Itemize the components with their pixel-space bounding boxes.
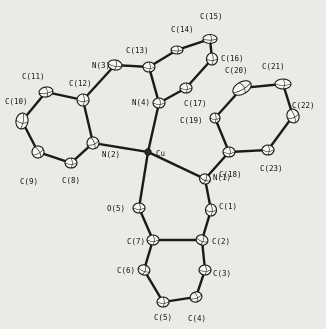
atom-c15	[202, 33, 218, 45]
atom-label-c22: C(22)	[292, 101, 315, 110]
atom-c20	[232, 80, 252, 96]
atom-label-c9: C(9)	[20, 177, 38, 186]
atom-c16	[205, 52, 219, 66]
atom-c22	[286, 108, 300, 124]
atom-layer	[15, 33, 300, 308]
atom-c1	[204, 203, 218, 217]
atom-label-o5: O(5)	[107, 204, 125, 213]
bond-cu-n2	[91, 141, 150, 154]
atom-label-c3: C(3)	[213, 269, 231, 278]
atom-n3	[107, 59, 123, 71]
atom-label-c20: C(20)	[225, 66, 248, 75]
bond-n1-c18	[203, 150, 231, 181]
bond-c16-c17	[184, 57, 214, 90]
label-layer: N(1) N(2) N(3) N(4) O(5) C(1) C(2) C(3) C(4) C(5)…	[5, 12, 315, 323]
atom-c2	[195, 234, 209, 246]
bond-cu-n4	[146, 101, 161, 154]
atom-label-c19: C(19)	[180, 116, 203, 125]
atom-c7	[146, 234, 160, 246]
atom-label-c1: C(1)	[219, 202, 237, 211]
atom-cu	[144, 148, 152, 156]
atom-c17	[179, 82, 193, 94]
atom-n2	[86, 136, 100, 150]
atom-label-n2: N(2)	[102, 150, 120, 159]
atom-c11	[38, 86, 54, 98]
atom-c4	[189, 291, 203, 303]
atom-label-c8: C(8)	[62, 176, 80, 185]
atom-c5	[156, 296, 170, 308]
atom-c14	[170, 45, 184, 55]
atom-c18	[222, 146, 236, 158]
atom-c6	[137, 264, 151, 276]
atom-c8	[64, 157, 78, 169]
atom-label-c5: C(5)	[154, 313, 172, 322]
atom-label-c14: C(14)	[171, 25, 194, 34]
atom-label-c13: C(13)	[126, 46, 149, 55]
atom-c3	[198, 264, 212, 276]
bond-layer	[20, 37, 295, 304]
atom-c9	[31, 145, 45, 159]
atom-label-c15: C(15)	[200, 12, 223, 21]
atom-label-c18: C(18)	[219, 170, 242, 179]
atom-label-c10: C(10)	[5, 97, 28, 106]
atom-n1	[199, 173, 211, 185]
atom-label-c16: C(16)	[221, 54, 244, 63]
bond-cu-o5	[137, 150, 150, 210]
bond-c12-n2	[81, 98, 95, 145]
atom-label-c7: C(7)	[127, 237, 145, 246]
atom-label-c11: C(11)	[22, 72, 45, 81]
atom-c19	[209, 112, 221, 124]
bond-c5-c6	[142, 268, 165, 304]
atom-c12	[76, 93, 90, 107]
atom-c23	[261, 144, 275, 156]
atom-label-n4: N(4)	[132, 98, 150, 107]
atom-label-n3: N(3)	[92, 61, 110, 70]
atom-label-c17: C(17)	[184, 99, 207, 108]
atom-c13	[142, 61, 156, 73]
atom-n4	[152, 97, 166, 109]
atom-label-n1: N(1)	[213, 173, 231, 182]
atom-label-cu: Cu	[156, 149, 165, 158]
bond-c7-o5	[137, 206, 155, 242]
atom-c21	[274, 78, 292, 90]
atom-c10	[15, 112, 29, 130]
atom-label-c4: C(4)	[188, 314, 206, 323]
atom-label-c6: C(6)	[117, 266, 135, 275]
bond-c22-c23	[266, 114, 295, 152]
atom-label-c12: C(12)	[69, 79, 92, 88]
bond-c18-c19	[213, 116, 231, 154]
atom-label-c23: C(23)	[260, 164, 283, 173]
bond-c12-n3	[81, 63, 117, 102]
bond-n4-c13	[147, 65, 161, 105]
atom-o5	[132, 202, 146, 214]
atom-label-c21: C(21)	[262, 62, 285, 71]
bond-cu-n1	[146, 150, 207, 181]
atom-label-c2: C(2)	[212, 237, 230, 246]
